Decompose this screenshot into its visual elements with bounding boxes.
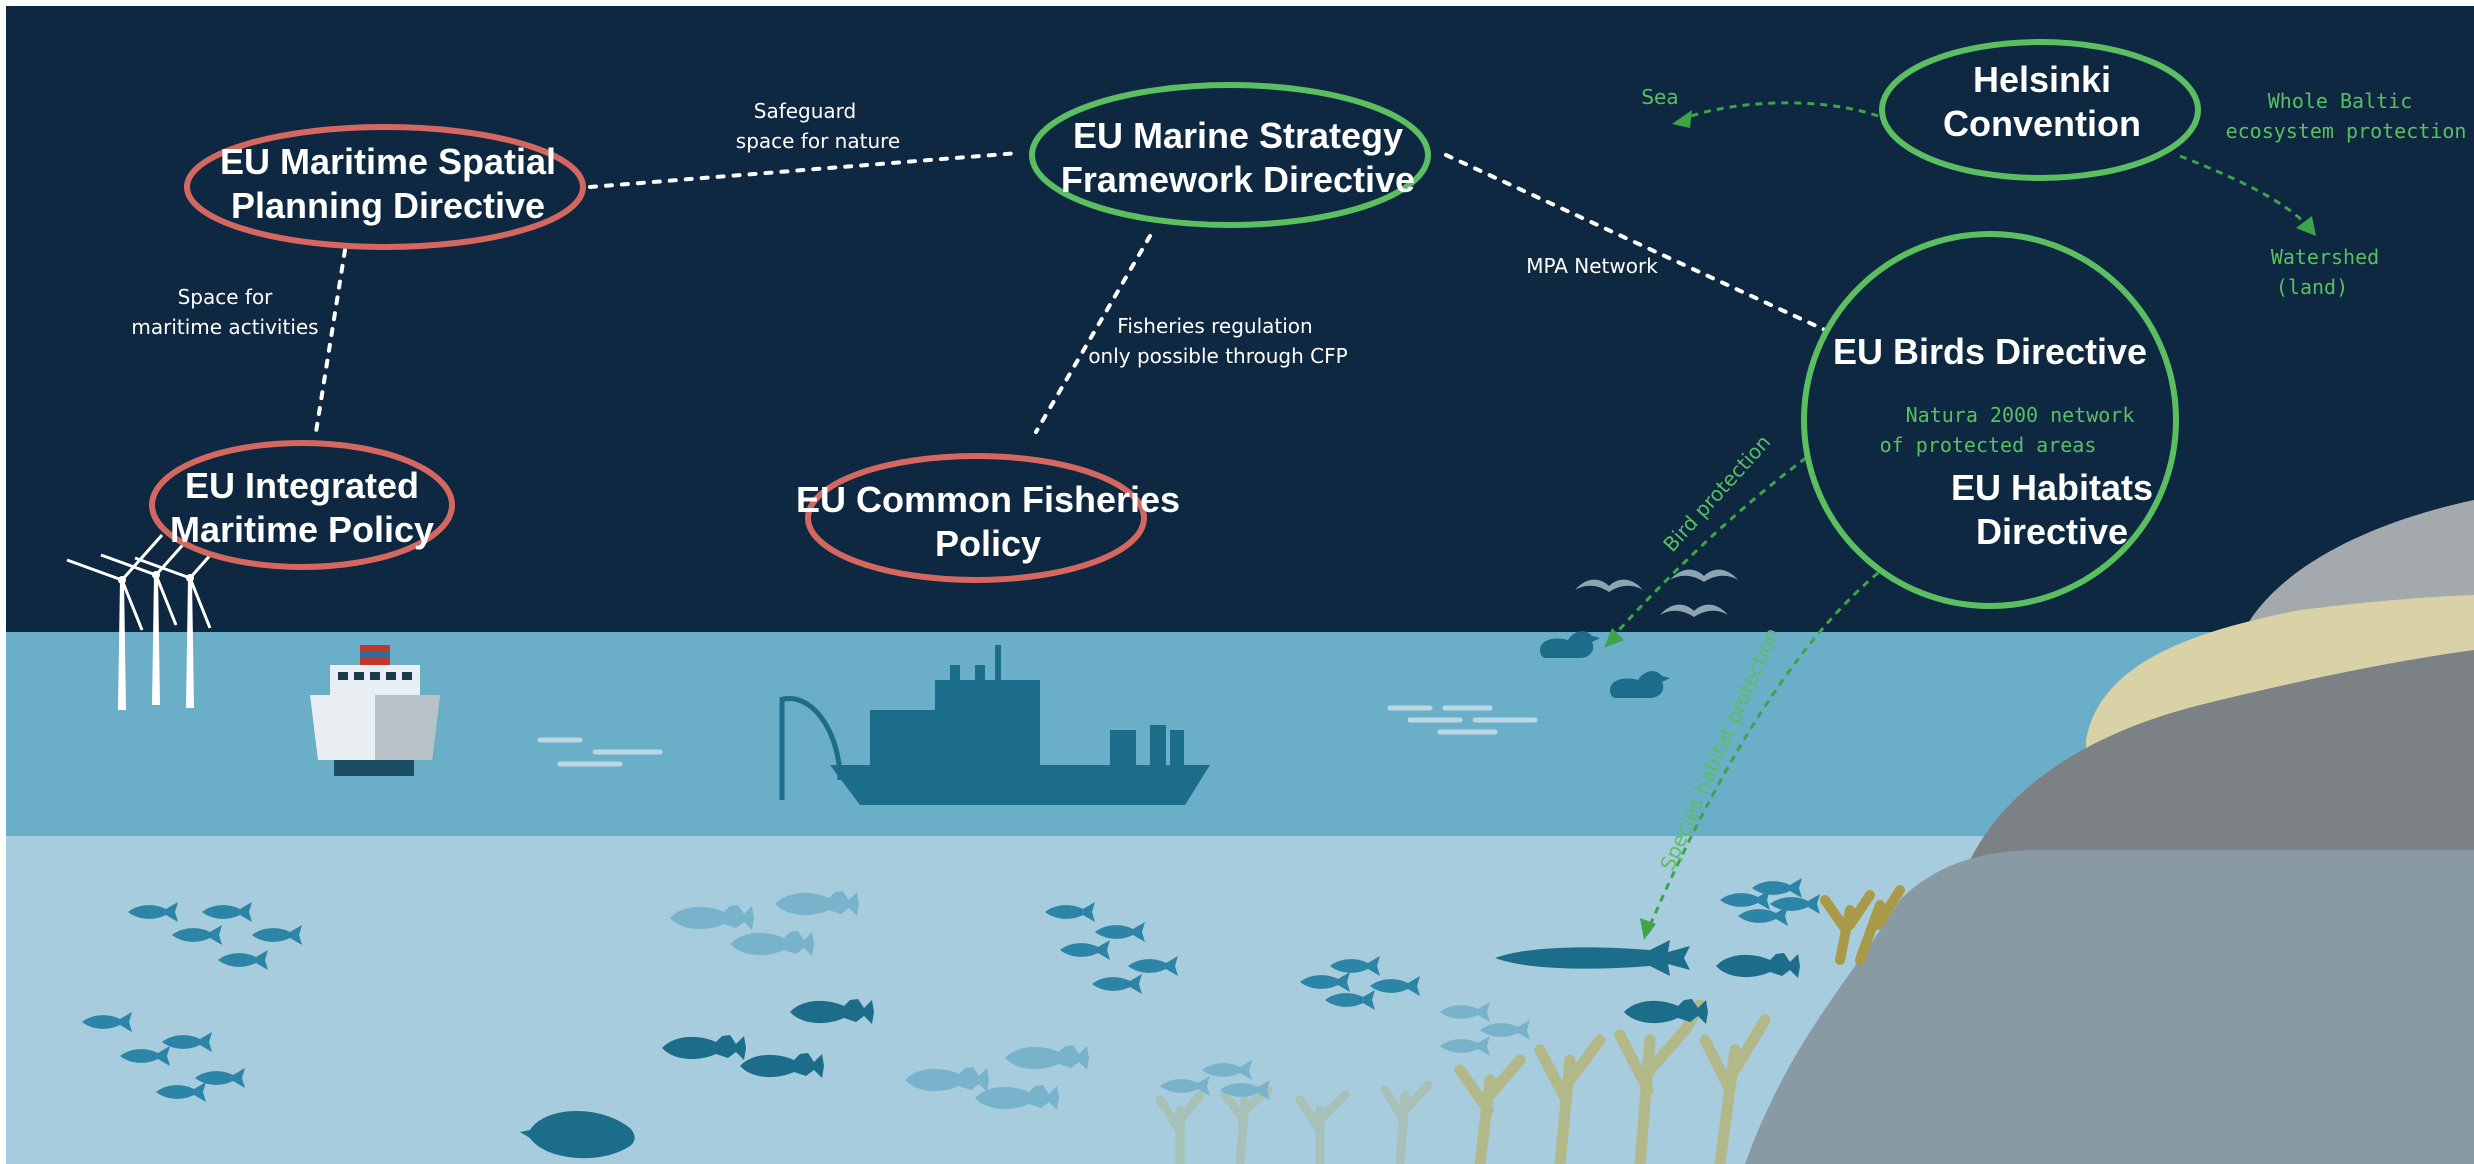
edge-label-space-maritime: Space for maritime activities	[131, 285, 318, 339]
pike-icon	[1495, 940, 1690, 976]
label-whole-baltic-line2: ecosystem protection	[2226, 119, 2467, 143]
helsinki-ellipse	[1879, 39, 2201, 181]
imp-title-line2: Maritime Policy	[170, 509, 434, 550]
flatfish-icon	[520, 1110, 635, 1159]
arrowheads	[1604, 110, 2316, 940]
fishing-trawler-icon	[779, 645, 1210, 805]
msp-title-line2: Planning Directive	[231, 185, 545, 226]
arrowhead-bird	[1604, 628, 1624, 648]
label-whole-baltic-line1: Whole Baltic	[2268, 89, 2413, 113]
cfp-ellipse	[805, 453, 1147, 583]
node-helsinki: Helsinki Convention	[1879, 39, 2201, 181]
cfp-title-line2: Policy	[935, 523, 1041, 564]
cfp-title-line1: EU Common Fisheries	[796, 479, 1180, 520]
node-msfd: EU Marine Strategy Framework Directive	[1029, 82, 1431, 228]
node-imp: EU Integrated Maritime Policy	[149, 440, 455, 570]
habitats-title-line1: EU Habitats	[1951, 467, 2153, 508]
arrowhead-watershed	[2296, 216, 2316, 236]
cargo-ship-icon	[310, 645, 440, 776]
space-maritime-line1: Space for	[178, 285, 274, 309]
shore-rocks	[1745, 500, 2474, 1164]
msp-title-line1: EU Maritime Spatial	[220, 141, 556, 182]
arrowhead-sea	[1672, 110, 1692, 128]
policy-connectors	[314, 151, 1827, 434]
safeguard-line2: space for nature	[736, 129, 900, 153]
imp-title-line1: EU Integrated	[185, 465, 419, 506]
water-ripples	[537, 705, 1538, 767]
connector-msfd-cfp	[1034, 234, 1152, 434]
node-natura-cluster: EU Birds Directive EU Habitats Directive	[1801, 231, 2179, 609]
rock-icon	[1745, 850, 2474, 1164]
arrow-helsinki-watershed	[2179, 154, 2312, 230]
label-watershed-line2: (land)	[2276, 275, 2348, 299]
node-msp: EU Maritime Spatial Planning Directive	[184, 124, 586, 250]
msfd-title-line2: Framework Directive	[1061, 159, 1415, 200]
natura-circle	[1801, 231, 2179, 609]
label-natura-line1: Natura 2000 network	[1906, 403, 2135, 427]
fisheries-line1: Fisheries regulation	[1117, 314, 1312, 338]
edge-label-safeguard: Safeguard space for nature	[736, 99, 900, 153]
label-natura-line2: of protected areas	[1880, 433, 2097, 457]
msfd-title-line1: EU Marine Strategy	[1073, 115, 1403, 156]
edge-label-mpa: MPA Network	[1526, 254, 1658, 278]
connector-msp-imp	[314, 248, 347, 434]
birds-title: EU Birds Directive	[1833, 331, 2147, 372]
label-watershed-line1: Watershed	[2271, 245, 2379, 269]
fisheries-line2: only possible through CFP	[1088, 344, 1347, 368]
msp-ellipse	[184, 124, 586, 250]
imp-ellipse	[149, 440, 455, 570]
helsinki-title-line2: Convention	[1943, 103, 2141, 144]
helsinki-title-line1: Helsinki	[1973, 59, 2111, 100]
connector-msfd-birds	[1444, 153, 1827, 332]
safeguard-line1: Safeguard	[754, 99, 857, 123]
label-sea: Sea	[1641, 85, 1678, 109]
seaweed-icon	[1155, 885, 1905, 1164]
node-cfp: EU Common Fisheries Policy	[796, 453, 1180, 583]
connector-msp-msfd	[588, 151, 1020, 189]
arrowhead-habitat	[1640, 918, 1656, 940]
habitats-title-line2: Directive	[1976, 511, 2128, 552]
edge-label-fisheries: Fisheries regulation only possible throu…	[1088, 314, 1347, 368]
msfd-ellipse	[1029, 82, 1431, 228]
space-maritime-line2: maritime activities	[131, 315, 318, 339]
